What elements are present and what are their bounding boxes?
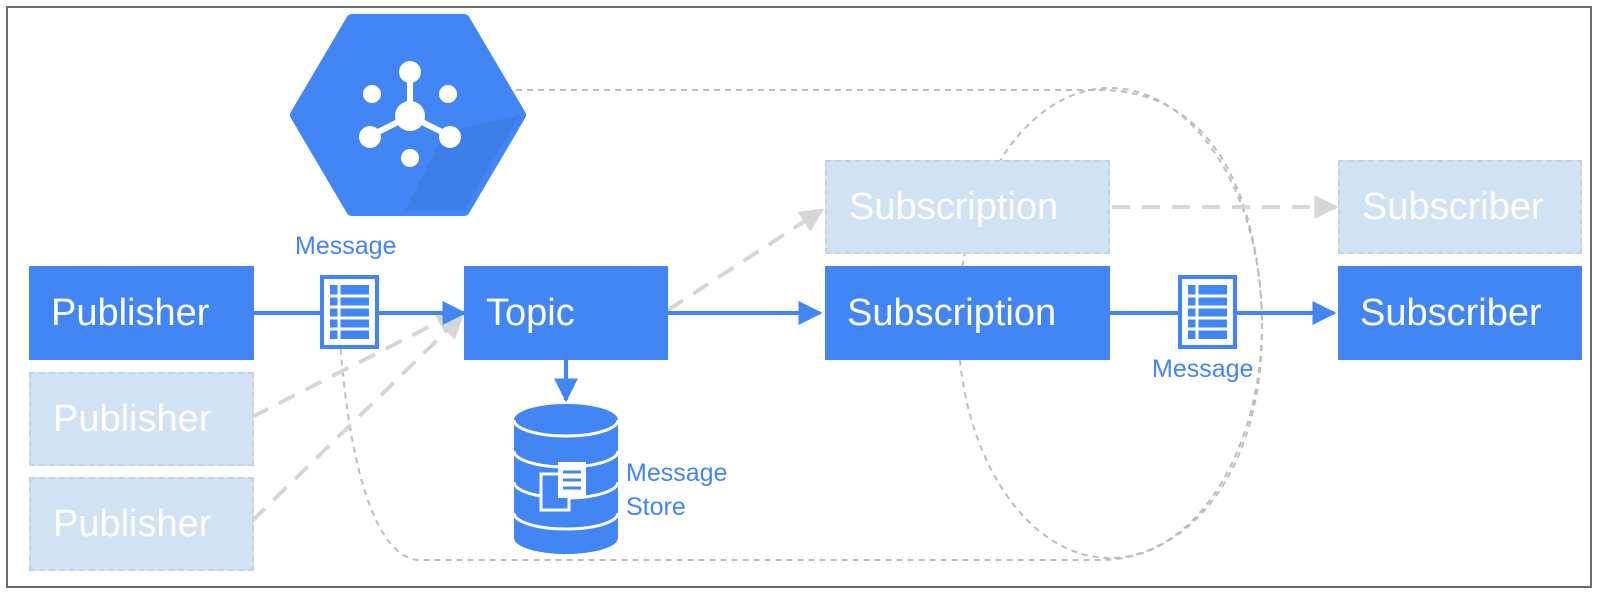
- arrow-publisher3-topic: [250, 314, 464, 523]
- arrow-topic-subscription-faded: [666, 208, 825, 312]
- subscription-node-faded: Subscription: [825, 160, 1110, 254]
- database-icon: [512, 404, 620, 554]
- topic-node: Topic: [464, 266, 668, 360]
- message-doc-icon: [320, 275, 379, 349]
- pubsub-hexagon-icon: [290, 14, 526, 216]
- subscriber-node: Subscriber: [1338, 266, 1582, 360]
- message-store-label-line2: Store: [626, 493, 686, 521]
- publisher-node-faded: Publisher: [29, 477, 254, 571]
- message-label: Message: [295, 232, 397, 260]
- subscriber-node-faded: Subscriber: [1338, 160, 1582, 254]
- message-label: Message: [1152, 355, 1254, 383]
- arrow-publisher2-topic: [251, 310, 461, 419]
- subscription-node: Subscription: [825, 266, 1110, 360]
- publisher-node-faded: Publisher: [29, 372, 254, 466]
- message-doc-icon: [1178, 275, 1237, 349]
- message-store-label-line1: Message: [626, 459, 728, 487]
- diagram-frame: [6, 6, 1592, 588]
- outline-ellipse: [957, 87, 1263, 559]
- publisher-node: Publisher: [29, 266, 254, 360]
- outline-region: [339, 89, 1264, 561]
